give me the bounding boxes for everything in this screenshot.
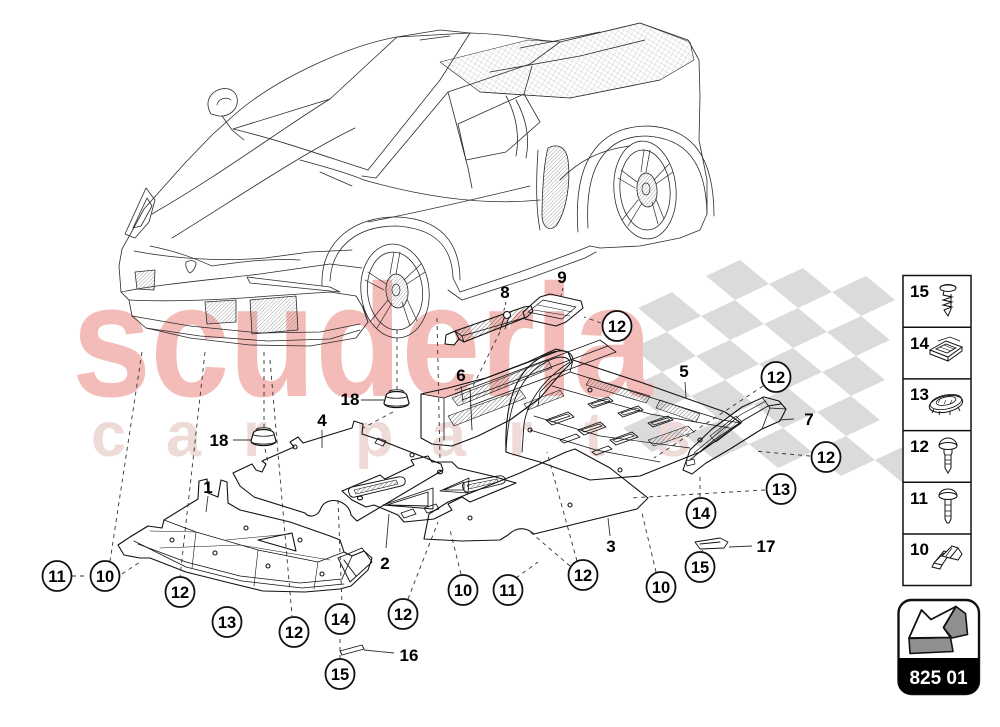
svg-text:10: 10 xyxy=(454,582,472,600)
svg-text:4: 4 xyxy=(317,411,327,430)
svg-text:13: 13 xyxy=(772,481,790,499)
svg-text:8: 8 xyxy=(500,283,509,302)
svg-text:12: 12 xyxy=(767,369,785,387)
svg-text:12: 12 xyxy=(285,624,303,642)
svg-text:15: 15 xyxy=(910,282,929,301)
svg-text:18: 18 xyxy=(210,431,229,450)
svg-text:14: 14 xyxy=(692,505,711,523)
svg-text:15: 15 xyxy=(331,666,349,684)
svg-text:17: 17 xyxy=(757,537,776,556)
svg-text:10: 10 xyxy=(910,540,929,559)
svg-text:15: 15 xyxy=(691,559,709,577)
svg-text:scuderia: scuderia xyxy=(72,252,654,431)
svg-text:14: 14 xyxy=(910,334,929,353)
svg-text:6: 6 xyxy=(456,366,465,385)
svg-text:13: 13 xyxy=(218,614,236,632)
svg-text:7: 7 xyxy=(804,410,813,429)
svg-text:12: 12 xyxy=(574,567,592,585)
svg-text:5: 5 xyxy=(679,362,688,381)
svg-text:3: 3 xyxy=(606,537,615,556)
svg-text:12: 12 xyxy=(817,449,835,467)
svg-text:12: 12 xyxy=(171,584,189,602)
svg-text:11: 11 xyxy=(48,568,65,586)
svg-text:11: 11 xyxy=(910,489,928,508)
svg-text:9: 9 xyxy=(557,268,566,287)
svg-text:2: 2 xyxy=(380,554,389,573)
svg-text:18: 18 xyxy=(341,390,360,409)
svg-text:13: 13 xyxy=(910,385,929,404)
svg-text:12: 12 xyxy=(394,606,412,624)
svg-text:14: 14 xyxy=(331,611,350,629)
svg-text:carparts: carparts xyxy=(91,400,691,470)
svg-text:10: 10 xyxy=(96,568,114,586)
svg-text:1: 1 xyxy=(203,478,212,497)
svg-text:10: 10 xyxy=(652,579,670,597)
svg-text:16: 16 xyxy=(400,646,419,665)
svg-text:12: 12 xyxy=(910,437,929,456)
svg-text:11: 11 xyxy=(499,582,516,600)
svg-text:12: 12 xyxy=(608,318,626,336)
svg-text:825 01: 825 01 xyxy=(909,668,968,689)
